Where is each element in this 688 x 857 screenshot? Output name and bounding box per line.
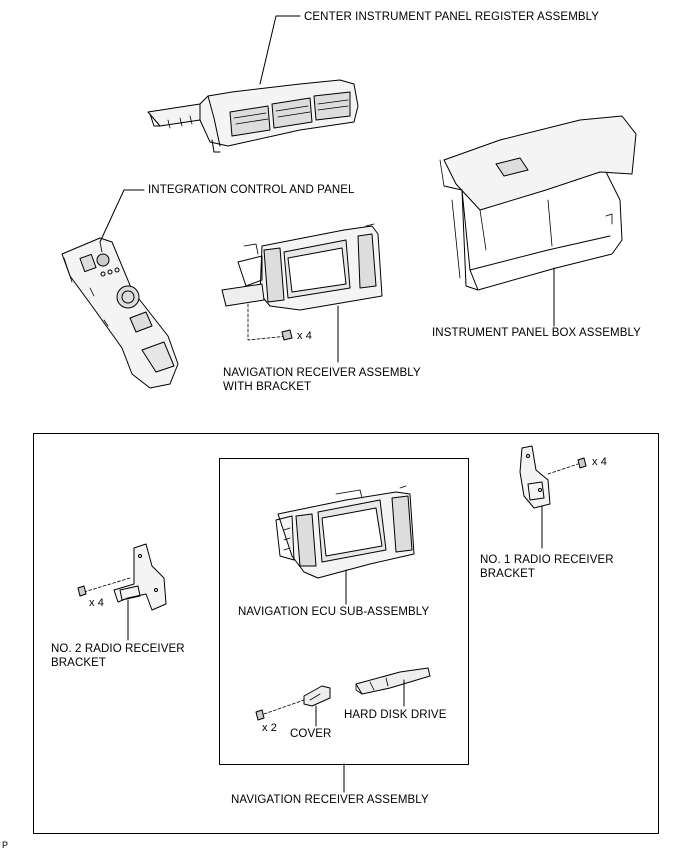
register-label: CENTER INSTRUMENT PANEL REGISTER ASSEMBL… xyxy=(304,11,600,23)
nav-receiver-with-bracket-drawing xyxy=(221,223,383,341)
cover-label: COVER xyxy=(290,728,332,740)
no2-bracket-drawing xyxy=(77,543,167,611)
footer-mark: P xyxy=(2,840,9,850)
no1-bracket-drawing xyxy=(519,445,587,509)
no1-bracket-label-line2: BRACKET xyxy=(480,568,536,580)
no2-screw-quantity: x 4 xyxy=(89,597,104,609)
no1-bracket-label-line1: NO. 1 RADIO RECEIVER xyxy=(480,554,614,566)
register-leader xyxy=(259,15,301,85)
nav-assembly-label: NAVIGATION RECEIVER ASSEMBLY xyxy=(231,794,429,806)
cover-drawing xyxy=(255,685,331,721)
center-register-drawing xyxy=(147,79,359,153)
integration-leader xyxy=(99,189,145,243)
navigation-receiver-frame xyxy=(33,433,659,834)
nav-bracket-label-line2: WITH BRACKET xyxy=(223,381,312,393)
integration-label: INTEGRATION CONTROL AND PANEL xyxy=(148,184,355,196)
nav-bracket-label-line1: NAVIGATION RECEIVER ASSEMBLY xyxy=(223,367,421,379)
integration-panel-drawing xyxy=(61,237,179,389)
ecu-label: NAVIGATION ECU SUB-ASSEMBLY xyxy=(238,606,430,618)
instrument-box-label: INSTRUMENT PANEL BOX ASSEMBLY xyxy=(432,327,641,339)
instrument-panel-box-drawing xyxy=(439,115,637,291)
no2-bracket-label-line1: NO. 2 RADIO RECEIVER xyxy=(51,643,185,655)
hard-disk-drive-drawing xyxy=(355,667,431,695)
no1-screw-quantity: x 4 xyxy=(592,456,607,468)
cover-screw-quantity: x 2 xyxy=(262,722,277,734)
nav-screw-quantity: x 4 xyxy=(297,330,312,342)
no2-bracket-label-line2: BRACKET xyxy=(51,657,107,669)
hdd-label: HARD DISK DRIVE xyxy=(344,709,447,721)
navigation-ecu-drawing xyxy=(275,485,415,579)
